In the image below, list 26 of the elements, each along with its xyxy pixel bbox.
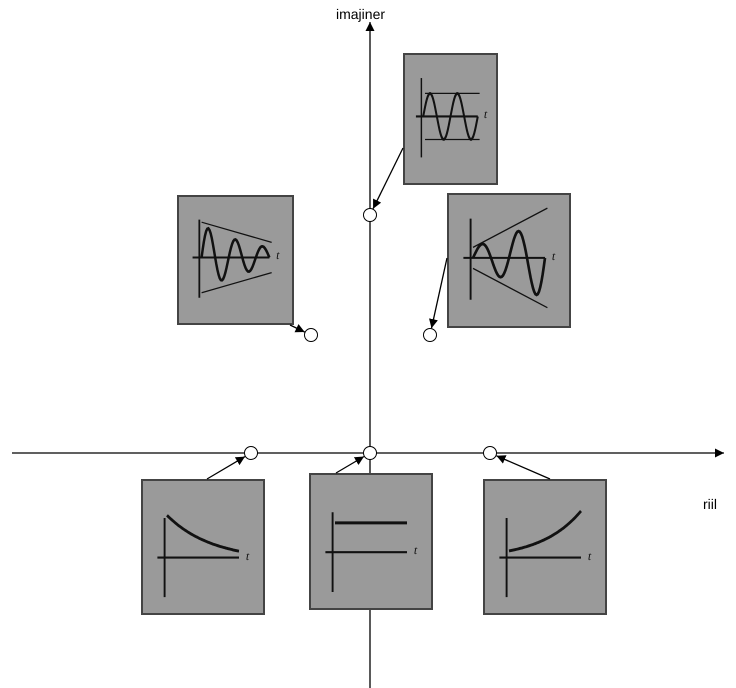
response-plot bbox=[403, 53, 498, 185]
response-plot bbox=[141, 479, 265, 615]
arrow bbox=[372, 148, 404, 209]
response-plot bbox=[483, 479, 607, 615]
axis-label: t bbox=[414, 544, 418, 556]
axis-title: riil bbox=[703, 496, 717, 512]
axis-label: t bbox=[484, 108, 488, 120]
pole-circle bbox=[363, 446, 377, 460]
arrow bbox=[429, 258, 448, 328]
arrow bbox=[496, 455, 550, 480]
pole-circle bbox=[304, 328, 318, 342]
axis-label: t bbox=[552, 250, 556, 262]
arrow bbox=[206, 456, 246, 480]
axis-label: t bbox=[246, 550, 250, 562]
pole-circle bbox=[423, 328, 437, 342]
response-plot bbox=[177, 195, 294, 325]
axis-title: imajiner bbox=[336, 6, 386, 22]
axis-label: t bbox=[588, 550, 592, 562]
axis-label: t bbox=[276, 249, 280, 262]
arrow bbox=[336, 456, 364, 474]
response-plot bbox=[447, 193, 571, 328]
pole-circle bbox=[483, 446, 497, 460]
response-plot bbox=[309, 473, 433, 610]
pole-circle bbox=[363, 208, 377, 222]
pole-circle bbox=[244, 446, 258, 460]
arrow bbox=[290, 324, 305, 333]
